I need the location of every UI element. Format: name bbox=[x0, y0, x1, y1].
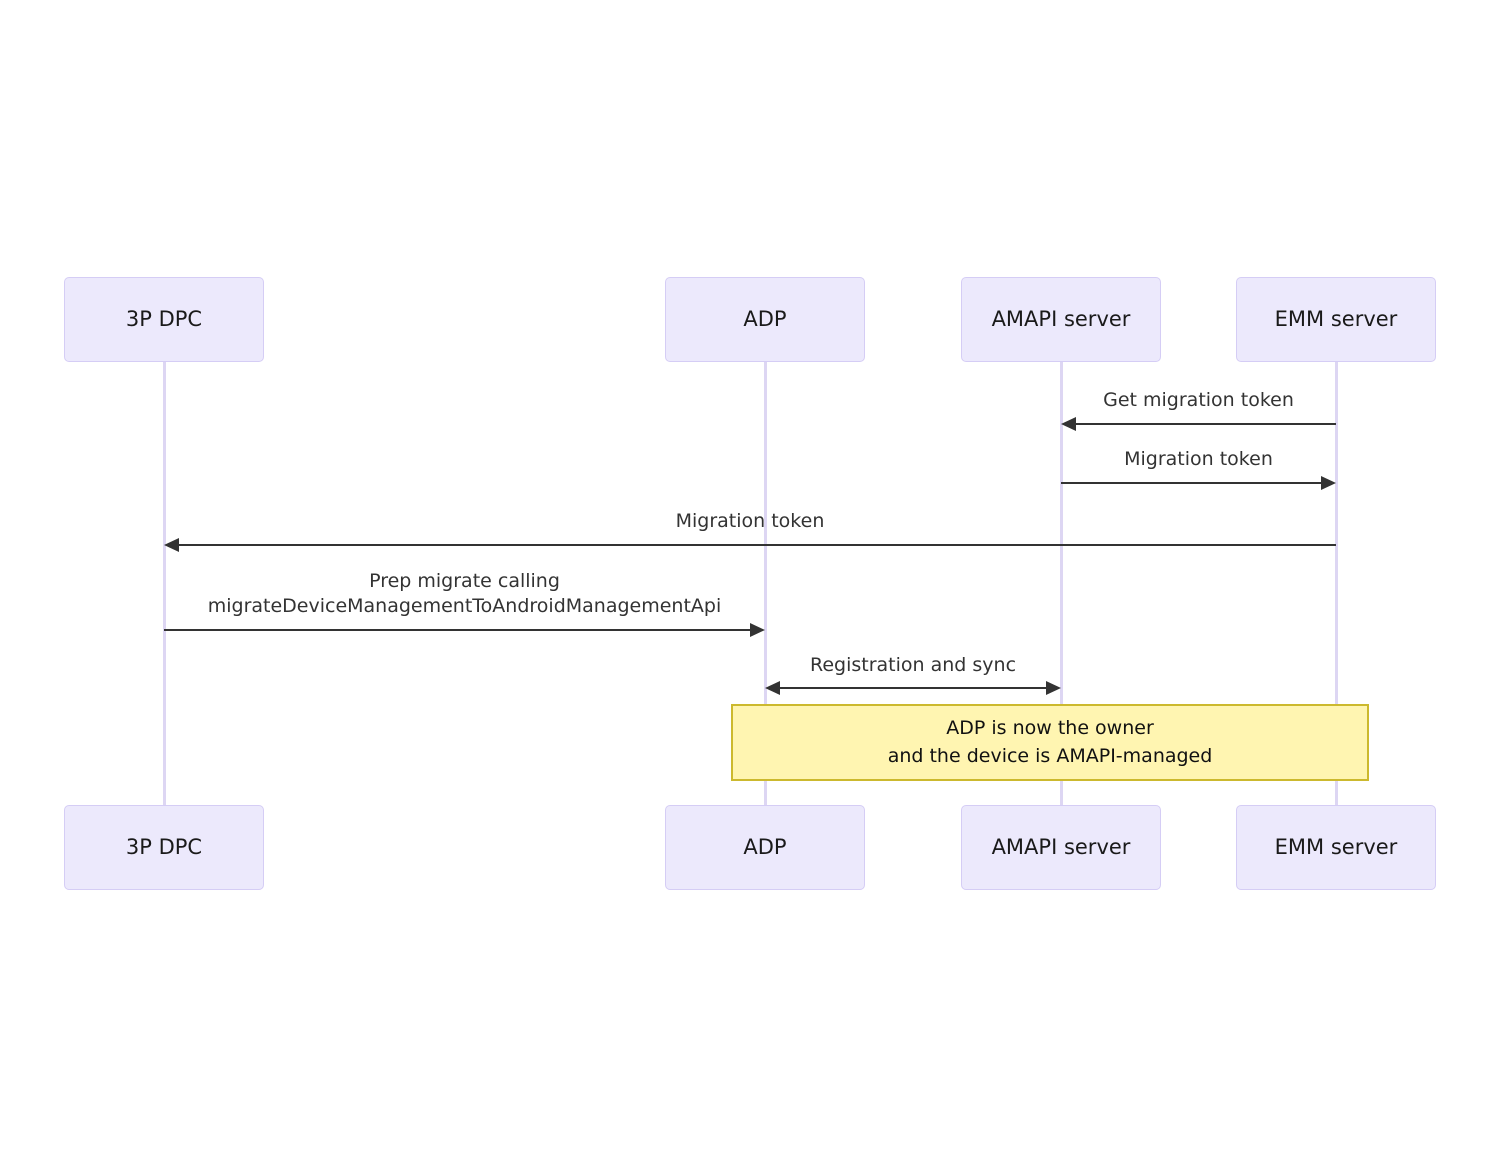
participant-top-amapi-server[interactable]: AMAPI server bbox=[961, 277, 1161, 362]
message-label-migration-token-emm-dpc: Migration token bbox=[675, 510, 825, 532]
note-text: ADP is now the owner and the device is A… bbox=[887, 716, 1213, 767]
message-line-get-migration-token bbox=[1076, 423, 1336, 425]
participant-bottom-emm-server[interactable]: EMM server bbox=[1236, 805, 1436, 890]
arrow-head-left-icon bbox=[164, 538, 179, 552]
arrow-head-right-icon bbox=[1046, 681, 1061, 695]
message-line-migration-token-emm-dpc bbox=[179, 544, 1336, 546]
participant-label: ADP bbox=[743, 306, 787, 331]
message-line-migration-token-amapi-emm bbox=[1061, 482, 1321, 484]
lifeline-adp bbox=[764, 362, 767, 805]
lifeline-amapi-server bbox=[1060, 362, 1063, 805]
participant-label: 3P DPC bbox=[125, 834, 203, 859]
lifeline-3p-dpc bbox=[163, 362, 166, 805]
arrow-head-right-icon bbox=[1321, 476, 1336, 490]
participant-label: 3P DPC bbox=[125, 306, 203, 331]
participant-bottom-adp[interactable]: ADP bbox=[665, 805, 865, 890]
participant-label: AMAPI server bbox=[991, 306, 1131, 331]
message-label-get-migration-token: Get migration token bbox=[1103, 389, 1294, 411]
lifeline-emm-server bbox=[1335, 362, 1338, 805]
participant-bottom-amapi-server[interactable]: AMAPI server bbox=[961, 805, 1161, 890]
participant-label: AMAPI server bbox=[991, 834, 1131, 859]
message-label-prep-migrate: Prep migrate calling migrateDeviceManage… bbox=[207, 570, 722, 618]
message-label-registration-and-sync: Registration and sync bbox=[809, 654, 1017, 676]
arrow-head-right-icon bbox=[750, 623, 765, 637]
arrow-head-left-icon bbox=[1061, 417, 1076, 431]
note-adp-owner: ADP is now the owner and the device is A… bbox=[731, 704, 1369, 781]
participant-label: EMM server bbox=[1274, 834, 1398, 859]
participant-top-3p-dpc[interactable]: 3P DPC bbox=[64, 277, 264, 362]
participant-label: ADP bbox=[743, 834, 787, 859]
message-line-prep-migrate bbox=[164, 629, 750, 631]
participant-bottom-3p-dpc[interactable]: 3P DPC bbox=[64, 805, 264, 890]
participant-top-adp[interactable]: ADP bbox=[665, 277, 865, 362]
participant-top-emm-server[interactable]: EMM server bbox=[1236, 277, 1436, 362]
message-label-migration-token-amapi-emm: Migration token bbox=[1124, 448, 1273, 470]
message-line-registration-and-sync bbox=[780, 687, 1046, 689]
participant-label: EMM server bbox=[1274, 306, 1398, 331]
arrow-head-left-icon bbox=[765, 681, 780, 695]
